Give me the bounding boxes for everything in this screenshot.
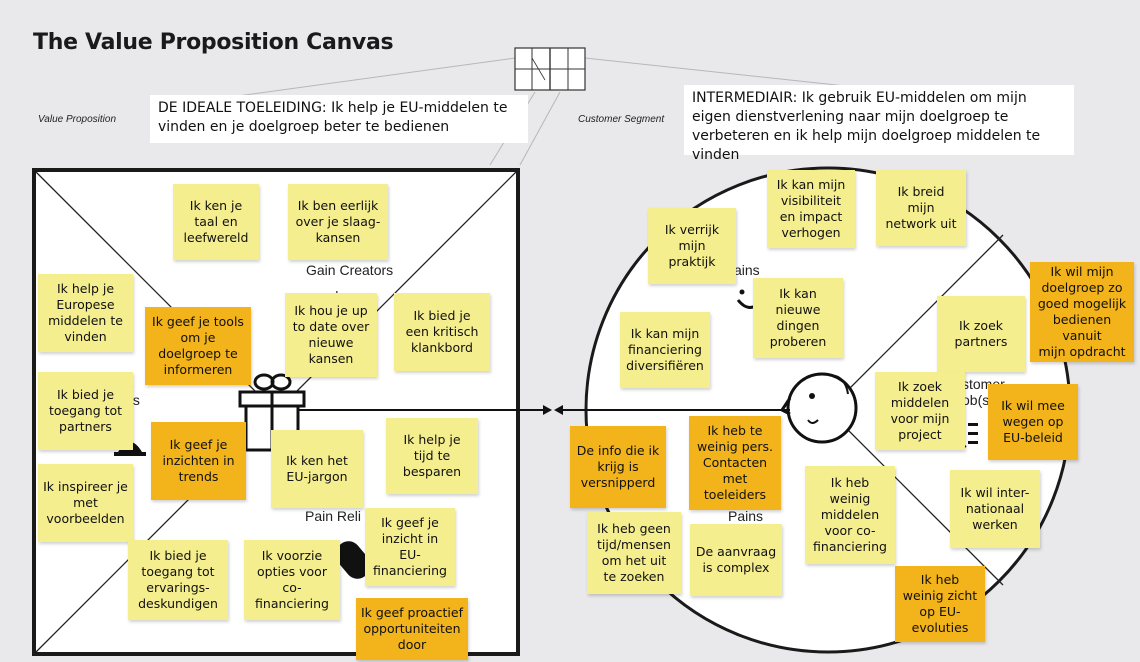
pill-icon <box>335 541 371 579</box>
sticky-note-cs-15[interactable]: De aanvraag is complex <box>690 524 782 596</box>
sticky-note-cs-9[interactable]: Ik wil mee wegen op EU-beleid <box>988 384 1078 460</box>
value-proposition-label: Value Proposition <box>38 114 117 125</box>
sticky-note-vp-13[interactable]: Ik bied je toegang tot ervarings- deskun… <box>128 540 228 620</box>
sticky-note-vp-7[interactable]: Ik bied je toegang tot partners <box>38 372 133 450</box>
sticky-note-vp-9[interactable]: Ik ken het EU-jargon <box>271 430 363 508</box>
sticky-note-cs-1[interactable]: Ik kan mijn visibiliteit en impact verho… <box>767 170 855 248</box>
sticky-note-vp-10[interactable]: Ik help je tijd te besparen <box>386 418 478 494</box>
sticky-note-cs-2[interactable]: Ik breid mijn network uit <box>876 170 966 246</box>
guide-line-circle <box>519 91 561 166</box>
sticky-note-cs-6[interactable]: Ik zoek partners <box>937 296 1025 372</box>
sticky-note-cs-5[interactable]: Ik wil mijn doelgroep zo goed mogelijk b… <box>1030 262 1134 362</box>
sticky-note-cs-11[interactable]: Ik heb te weinig pers. Contacten met toe… <box>689 416 781 510</box>
sticky-note-vp-4[interactable]: Ik geef je tools om je doelgroep te info… <box>145 307 251 385</box>
sticky-note-vp-1[interactable]: Ik ken je taal en leefwereld <box>173 184 259 260</box>
sticky-note-vp-8[interactable]: Ik geef je inzichten in trends <box>151 422 246 500</box>
sticky-note-cs-12[interactable]: Ik heb weinig middelen voor co- financie… <box>805 466 895 564</box>
gains-label: ains <box>734 262 760 278</box>
sticky-note-cs-3[interactable]: Ik verrijk mijn praktijk <box>648 208 736 284</box>
sticky-note-vp-3[interactable]: Ik help je Europese middelen te vinden <box>38 274 133 352</box>
customer-segment-label: Customer Segment <box>578 114 665 125</box>
canvas-mini-icon <box>514 47 586 91</box>
sticky-note-cs-16[interactable]: Ik heb weinig zicht op EU- evoluties <box>895 566 985 642</box>
sticky-note-vp-6[interactable]: Ik bied je een kritisch klankbord <box>394 293 490 371</box>
sticky-note-vp-11[interactable]: Ik inspireer je met voorbeelden <box>38 464 133 542</box>
gain-creators-label: Gain Creators <box>306 262 394 278</box>
sticky-note-cs-8[interactable]: Ik zoek middelen voor mijn project <box>875 372 965 450</box>
sticky-note-vp-5[interactable]: Ik hou je up to date over nieuwe kansen <box>285 293 377 377</box>
value-proposition-statement: DE IDEALE TOELEIDING: Ik help je EU-midd… <box>150 95 528 143</box>
sticky-note-vp-12[interactable]: Ik geef je inzicht in EU- financiering <box>365 508 455 586</box>
sticky-note-vp-2[interactable]: Ik ben eerlijk over je slaag- kansen <box>288 184 388 260</box>
sticky-note-vp-14[interactable]: Ik voorzie opties voor co- financiering <box>244 540 340 620</box>
sticky-note-cs-7[interactable]: Ik kan mijn financiering diversifiëren <box>620 312 710 388</box>
sticky-note-cs-10[interactable]: De info die ik krijg is versnipperd <box>570 426 666 508</box>
sticky-note-vp-15[interactable]: Ik geef proactief opportuniteiten door <box>356 598 468 660</box>
pain-relievers-label: Pain Reli <box>305 508 362 524</box>
customer-segment-statement: INTERMEDIAIR: Ik gebruik EU-middelen om … <box>684 85 1074 163</box>
page-title: The Value Proposition Canvas <box>33 30 394 55</box>
sticky-note-cs-4[interactable]: Ik kan nieuwe dingen proberen <box>753 278 843 358</box>
pains-label: Pains <box>728 508 764 524</box>
fit-arrow <box>298 405 790 415</box>
sticky-note-cs-14[interactable]: Ik heb geen tijd/mensen om het uit te zo… <box>587 512 681 594</box>
sticky-note-cs-13[interactable]: Ik wil inter- nationaal werken <box>950 470 1040 548</box>
customer-face-icon <box>779 372 858 444</box>
